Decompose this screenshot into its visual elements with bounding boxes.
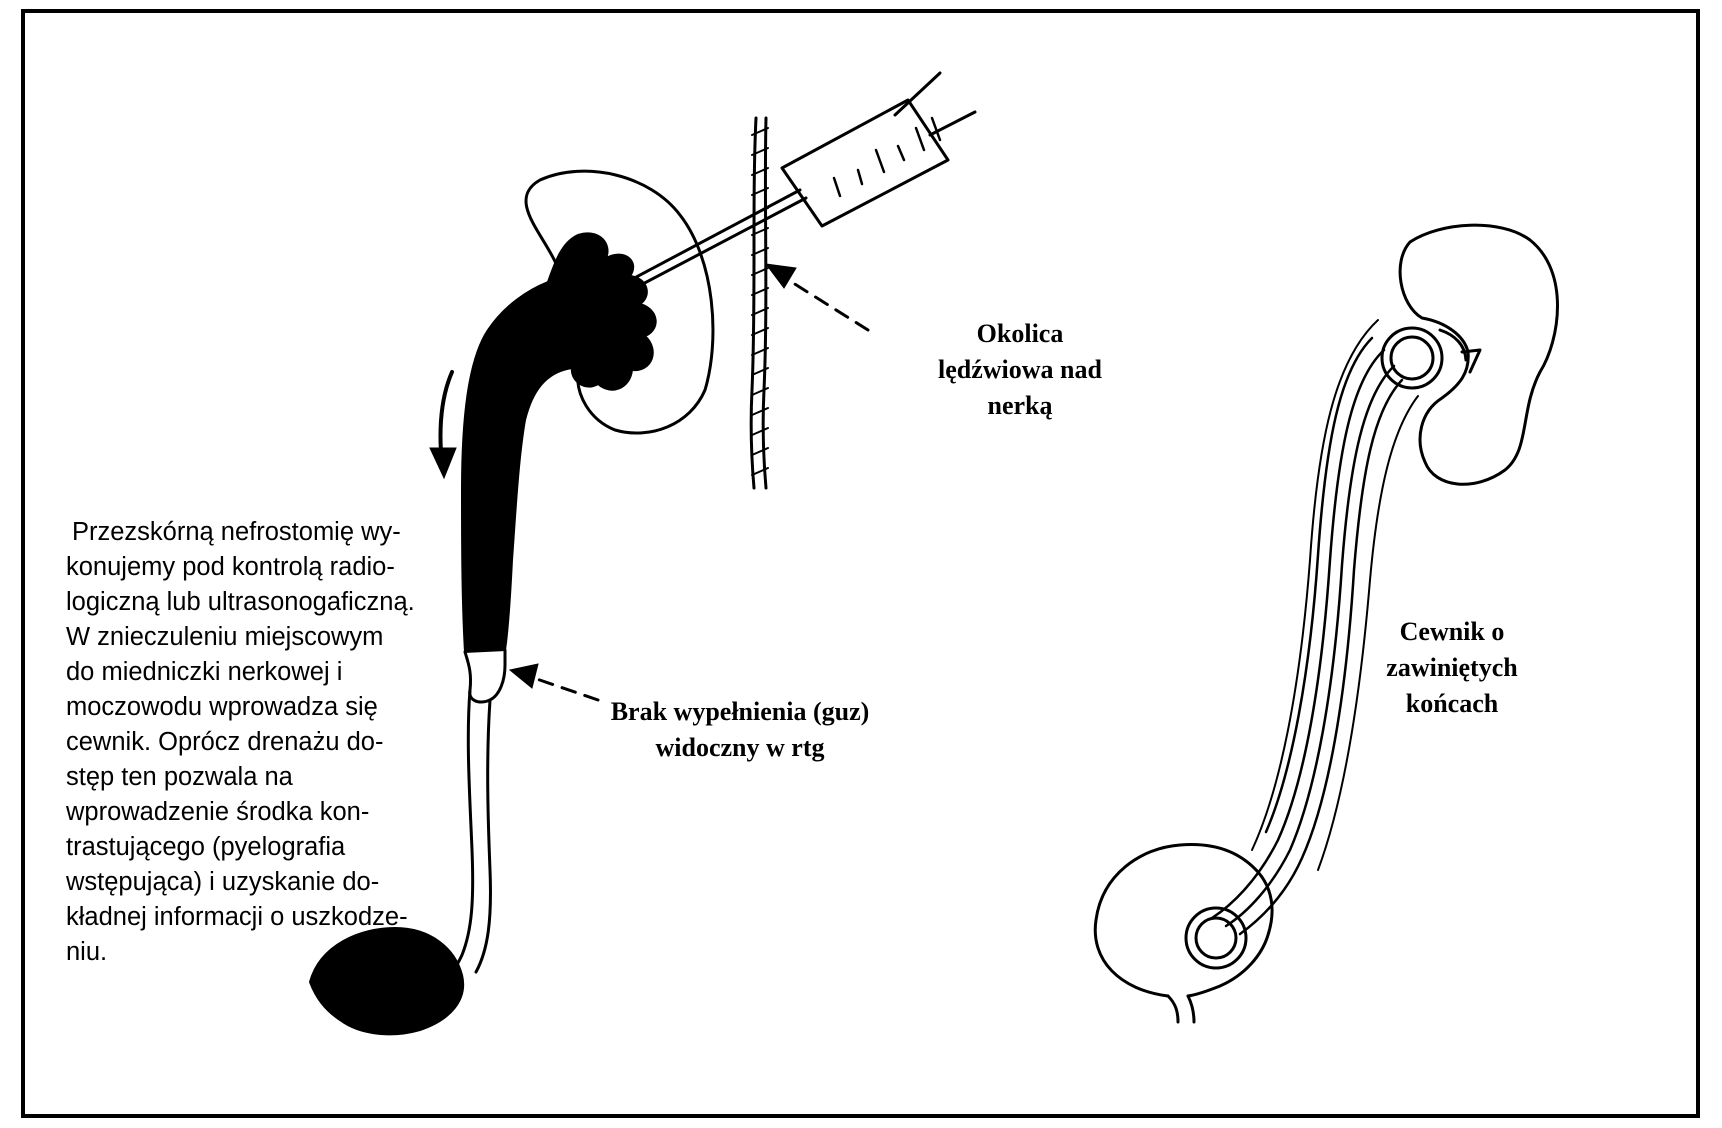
lower-catheter-loop-inner xyxy=(1194,916,1238,960)
flow-arrow-head xyxy=(429,447,457,480)
catheter-label-line: końcach xyxy=(1406,689,1499,718)
lumbar-pointer xyxy=(764,263,870,332)
needle xyxy=(576,188,808,318)
left-kidney-outline xyxy=(524,169,715,435)
lower-ureter-outline xyxy=(438,688,492,986)
right-kidney-outline xyxy=(1398,223,1559,486)
right-ureter-outline xyxy=(1251,319,1419,871)
left-illustration xyxy=(308,71,977,1036)
right-illustration xyxy=(1093,223,1559,1024)
description-line: niu. xyxy=(66,938,107,966)
lumbar-label-line: Okolica xyxy=(977,319,1064,348)
filling-defect-label-line: widoczny w rtg xyxy=(656,733,825,762)
upper-catheter-loop-inner xyxy=(1389,335,1435,381)
left-bladder-filled xyxy=(308,926,465,1036)
urethra xyxy=(1166,994,1196,1024)
description-line: konujemy pod kontrolą radio- xyxy=(66,553,395,581)
renal-pelvis-filled xyxy=(460,232,657,654)
description-text: Przezskórną nefrostomię wy- konujemy pod… xyxy=(65,518,415,966)
kidney-hilum xyxy=(1438,328,1482,374)
description-line: wstępująca) i uzyskanie do- xyxy=(65,868,379,896)
right-bladder-outline xyxy=(1093,842,1274,998)
description-line: logiczną lub ultrasonogaficzną. xyxy=(66,588,415,616)
description-line: cewnik. Oprócz drenażu do- xyxy=(66,728,383,756)
filling-defect-label: Brak wypełnienia (guz) widoczny w rtg xyxy=(611,697,870,762)
lumbar-label-line: lędźwiowa nad xyxy=(938,355,1103,384)
description-line: wprowadzenie środka kon- xyxy=(65,798,369,826)
description-line: Przezskórną nefrostomię wy- xyxy=(72,518,401,546)
skin-layer-inner xyxy=(761,116,768,490)
syringe-scale xyxy=(832,116,942,198)
catheter-label: Cewnik o zawiniętych końcach xyxy=(1386,617,1518,718)
lower-catheter-loop-outer xyxy=(1184,906,1248,970)
description-line: stęp ten pozwala na xyxy=(66,763,294,791)
upper-catheter-loop-outer xyxy=(1380,326,1444,390)
description-line: trastującego (pyelografia xyxy=(66,833,346,861)
description-line: W znieczuleniu miejscowym xyxy=(66,623,383,651)
lumbar-label-line: nerką xyxy=(988,391,1053,420)
defect-pointer xyxy=(508,663,600,702)
skin-layer xyxy=(749,116,758,490)
syringe-barrel xyxy=(780,98,950,228)
description-line: moczowodu wprowadza się xyxy=(66,693,378,721)
figure-frame xyxy=(21,9,1700,1118)
description-line: do miedniczki nerkowej i xyxy=(66,658,342,686)
lumbar-label: Okolica lędźwiowa nad nerką xyxy=(938,319,1103,420)
catheter-tube xyxy=(1210,336,1404,936)
syringe-plunger xyxy=(893,71,977,137)
description-line: kładnej informacji o uszkodze- xyxy=(66,903,408,931)
catheter-label-line: Cewnik o xyxy=(1400,617,1505,646)
catheter-label-line: zawiniętych xyxy=(1386,653,1518,682)
filling-defect-label-line: Brak wypełnienia (guz) xyxy=(611,697,870,726)
filling-defect-outline xyxy=(463,648,507,704)
